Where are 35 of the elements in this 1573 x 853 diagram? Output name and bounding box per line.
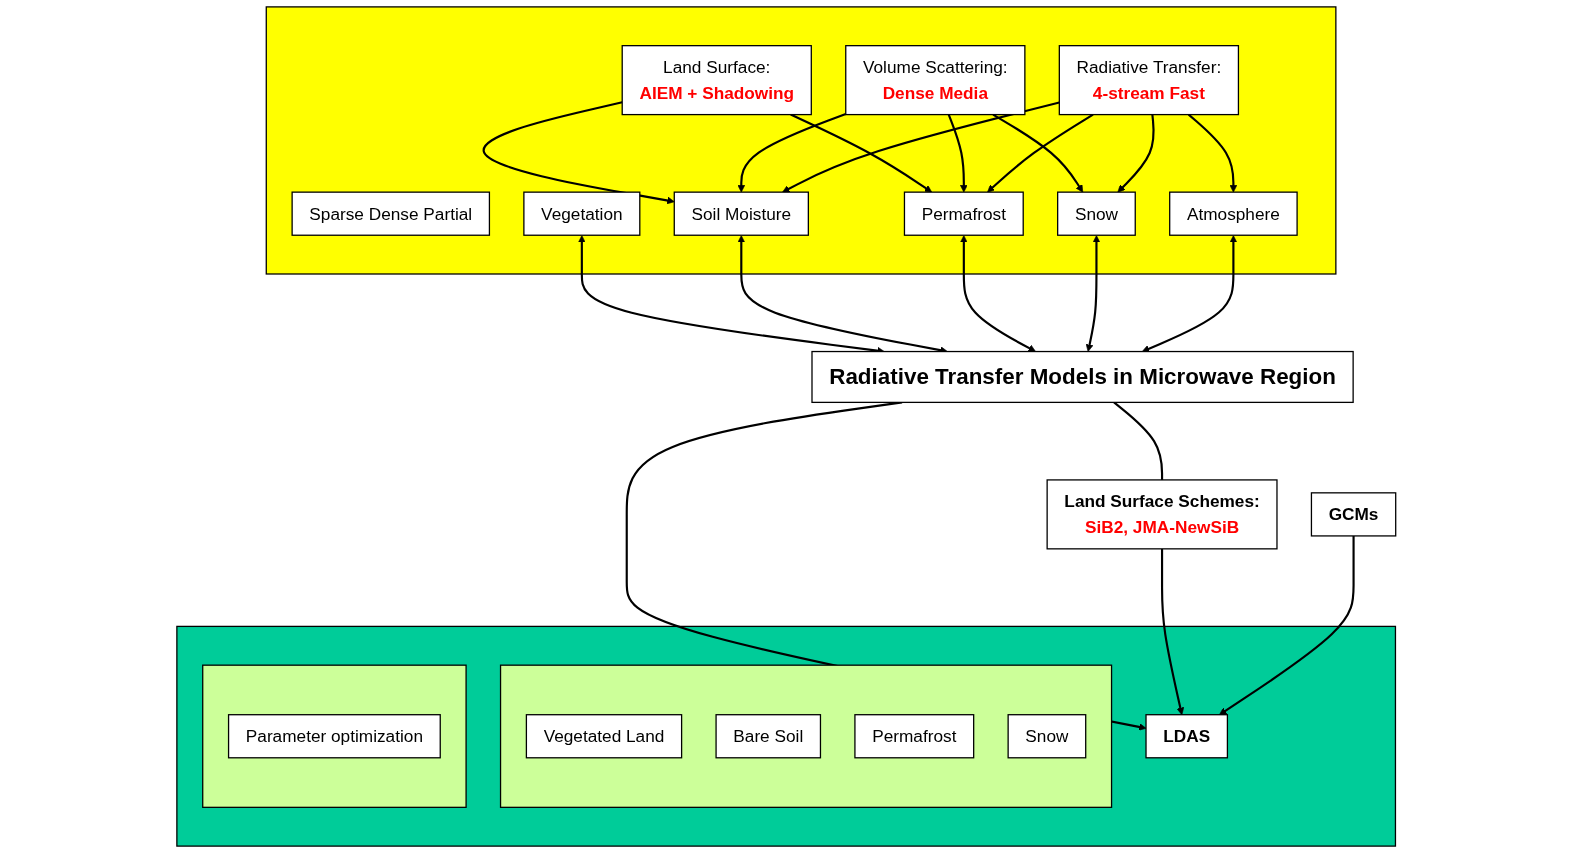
node-box: Land Surface Schemes: SiB2, JMA-NewSiB (1046, 479, 1278, 550)
arrow (790, 113, 933, 193)
node-box: LDAS (1145, 714, 1229, 759)
node-box: Volume Scattering: Dense Media (845, 45, 1026, 116)
arrow (1142, 235, 1238, 353)
arrow (947, 114, 968, 193)
node-box: Vegetation (523, 191, 641, 236)
cluster (500, 664, 1113, 808)
node-box: Permafrost (854, 714, 975, 759)
cluster (176, 625, 1397, 847)
arrow (782, 101, 1060, 193)
arrow (1188, 113, 1238, 193)
node-box: Soil Moisture (673, 191, 810, 236)
node-box: Snow (1007, 714, 1087, 759)
arrow (483, 101, 675, 205)
node-box: Land Surface: AIEM + Shadowing (621, 45, 813, 116)
node-box: Atmosphere (1169, 191, 1298, 236)
cluster (202, 664, 467, 808)
arrow (960, 235, 1037, 352)
arrow (1117, 114, 1155, 193)
arrow (1219, 535, 1355, 716)
arrow (1161, 548, 1185, 716)
node-box: Parameter optimization (228, 714, 442, 759)
node-box: Bare Soil (715, 714, 822, 759)
node-box: Radiative Transfer: 4-stream Fast (1058, 45, 1240, 116)
node-box: GCMs (1311, 492, 1397, 537)
connector (1113, 401, 1164, 480)
arrow (1086, 235, 1101, 352)
node-box: Vegetated Land (525, 714, 683, 759)
node-box: Sparse Dense Partial (291, 191, 491, 236)
cluster (265, 6, 1337, 275)
node-box: Radiative Transfer Models in Microwave Region (811, 350, 1354, 403)
node-box: Permafrost (904, 191, 1025, 236)
arrow (737, 112, 847, 193)
node-box: Snow (1057, 191, 1137, 236)
